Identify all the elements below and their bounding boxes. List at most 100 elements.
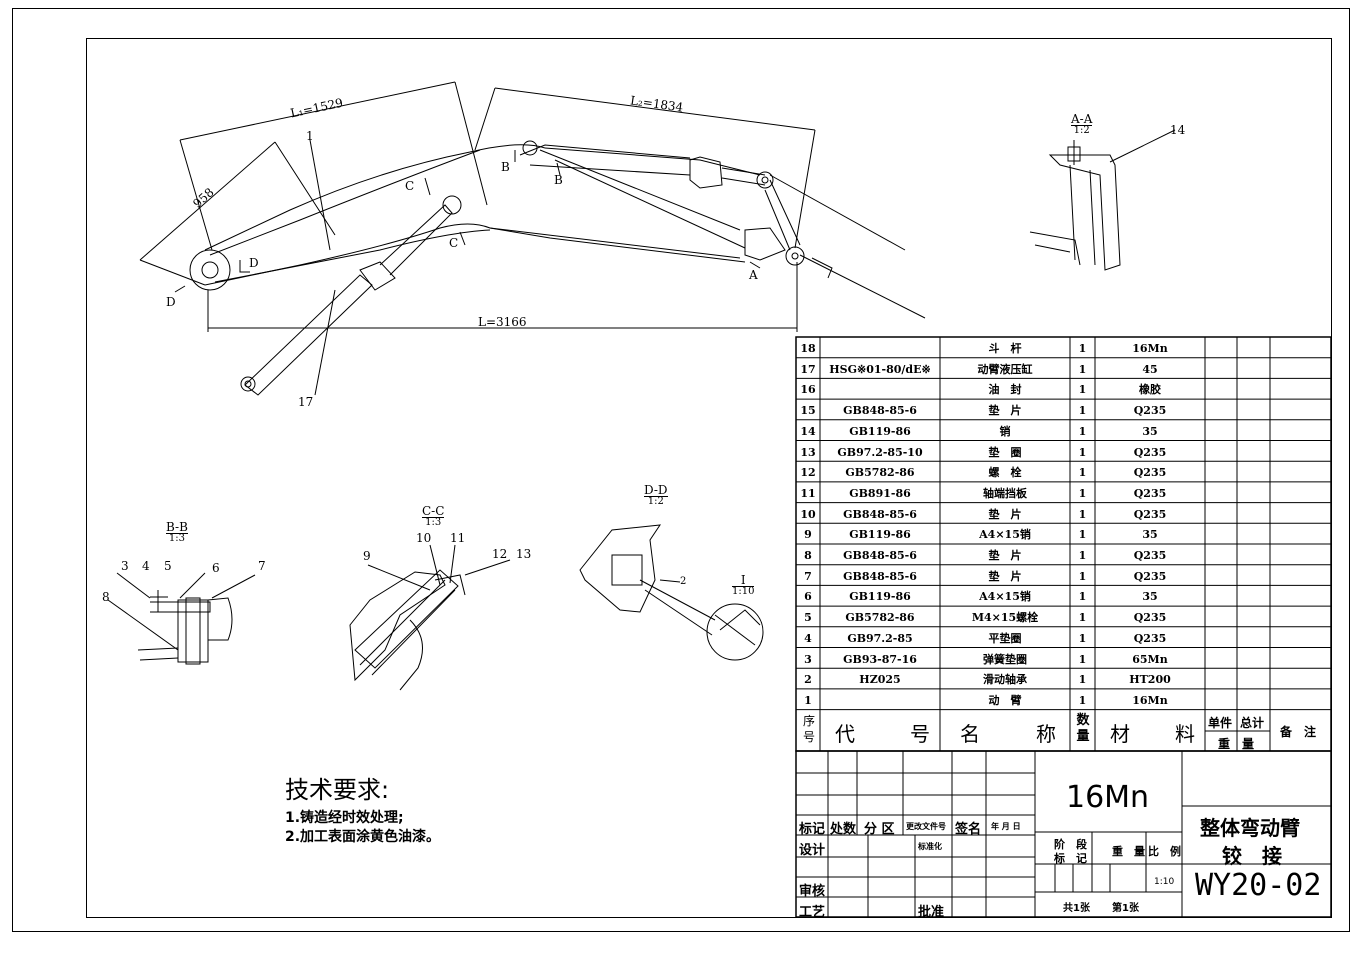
dim-958 [139,141,276,261]
bom-cell-qty: 1 [1078,424,1087,438]
bom-header-total-weight: 总计 [1240,716,1265,730]
bom-cell-qty: 1 [1078,528,1087,542]
bom-cell-code: GB848-85-6 [843,404,917,418]
tb-approve: 批准 [918,905,945,920]
view-bb-name: B-B [166,520,188,534]
bom-cell-material: 65Mn [1132,652,1168,666]
view-detail-name: I [732,574,755,587]
tb-sheet-no: 第1张 [1112,903,1139,914]
bom-cell-name: 动臂液压缸 [977,362,1033,376]
section-cc-view [349,544,511,691]
bom-cell-code: GB848-85-6 [843,549,917,562]
callout-1: 1 [306,129,314,143]
bom-cell-no: 16 [800,383,816,397]
bom-cell-name: A4×15销 [979,528,1031,542]
bom-cell-code: GB97.2-85 [847,631,913,645]
bom-cell-name: 垫 片 [988,569,1022,583]
bom-cell-no: 11 [800,486,816,500]
callout-5: 5 [164,559,172,573]
bom-cell-no: 4 [804,631,812,645]
view-detail-title: I 1:10 [732,574,755,597]
section-aa-view [1029,140,1121,271]
bom-cell-material: Q235 [1133,569,1167,583]
view-cc-title: C-C 1:3 [422,504,445,528]
tb-date: 年 月 日 [991,822,1021,831]
callout-17: 17 [298,395,314,409]
tb-scale: 比 例 [1148,845,1181,858]
bom-cell-no: 18 [800,342,816,355]
bom-cell-qty: 1 [1078,466,1087,480]
boom-lower-outline [204,223,741,286]
bom-cell-qty: 1 [1078,549,1087,562]
tech-requirement-2: 2.加工表面涂黄色油漆。 [285,829,441,845]
bom-cell-name: 轴端挡板 [983,486,1027,500]
dim-l2 [494,87,816,131]
bom-cell-qty: 1 [1078,590,1087,604]
callout-14: 14 [1170,123,1186,137]
bom-cell-qty: 1 [1078,673,1087,687]
drawing-number: WY20-02 [1195,868,1322,903]
bom-cell-material: Q235 [1133,611,1167,625]
bom-cell-name: 销 [999,424,1011,438]
view-cc-name: C-C [422,504,445,518]
callout-4: 4 [142,559,150,573]
root-pivot-outer [189,249,231,291]
bom-cell-code: GB5782-86 [845,466,915,480]
bom-cell-no: 3 [804,652,812,666]
view-bb-scale: 1:3 [168,533,185,544]
callout-12: 12 [492,547,508,561]
bom-cell-code: GB93-87-16 [843,652,917,666]
bom-cell-name: 垫 圈 [988,445,1022,459]
section-dd-view [579,524,764,661]
bom-header-mat-2: 料 [1175,722,1195,746]
section-mark-d-left: D [166,295,176,309]
bom-cell-material: Q235 [1133,466,1167,480]
bom-cell-material: 橡胶 [1139,383,1161,397]
bom-cell-no: 9 [804,528,812,542]
view-dd-name: D-D [644,483,668,497]
bom-cell-qty: 1 [1078,507,1087,521]
bom-header-qty-2: 量 [1076,729,1090,744]
bom-header-no-1: 序 [802,714,815,728]
bom-cell-material: Q235 [1133,486,1167,500]
tb-process: 工艺 [799,905,826,920]
tech-requirements-title: 技术要求: [285,776,390,804]
bom-cell-no: 17 [800,362,816,376]
bom-cell-code: GB119-86 [849,528,911,542]
tb-zone: 分 区 [864,822,895,837]
bom-cell-no: 5 [804,611,812,625]
bom-cell-material: 35 [1142,590,1158,604]
tb-count: 处数 [830,822,857,837]
boom-inner-line [209,149,481,256]
bom-cell-name: 垫 片 [988,404,1022,418]
bom-cell-qty: 1 [1078,631,1087,645]
root-pivot-inner [201,261,219,279]
callout-6: 6 [212,561,220,575]
bom-cell-material: HT200 [1129,673,1171,687]
dim-l-label: L=3166 [478,315,527,329]
callout-7: 7 [258,559,266,573]
tech-requirement-1: 1.铸造经时效处理; [285,810,404,826]
bom-cell-material: 16Mn [1132,342,1168,355]
tb-design: 设计 [799,843,826,858]
tb-stage-1: 阶 段 [1054,838,1087,851]
view-cc-scale: 1:3 [425,517,442,528]
bom-cell-name: M4×15螺栓 [971,611,1039,625]
bom-header-mat-1: 材 [1110,722,1130,746]
bom-cell-no: 14 [800,424,816,438]
bom-cell-name: 弹簧垫圈 [983,652,1027,666]
bom-header-code-2: 号 [910,722,930,746]
bom-cell-no: 13 [800,445,816,459]
section-mark-b-bottom: B [554,173,563,187]
detail-circle [706,603,764,661]
bom-cell-qty: 1 [1078,383,1087,397]
bom-header-code-1: 代 [835,722,855,746]
bom-cell-code: GB5782-86 [845,611,915,625]
bom-cell-material: Q235 [1133,631,1167,645]
section-mark-a: A [749,268,758,282]
bom-cell-code: GB848-85-6 [843,507,917,521]
bom-cell-code: HZ025 [859,673,901,687]
dim-l1 [179,81,456,141]
boom-inner-line-2 [214,229,491,283]
section-bb-view [107,572,256,665]
